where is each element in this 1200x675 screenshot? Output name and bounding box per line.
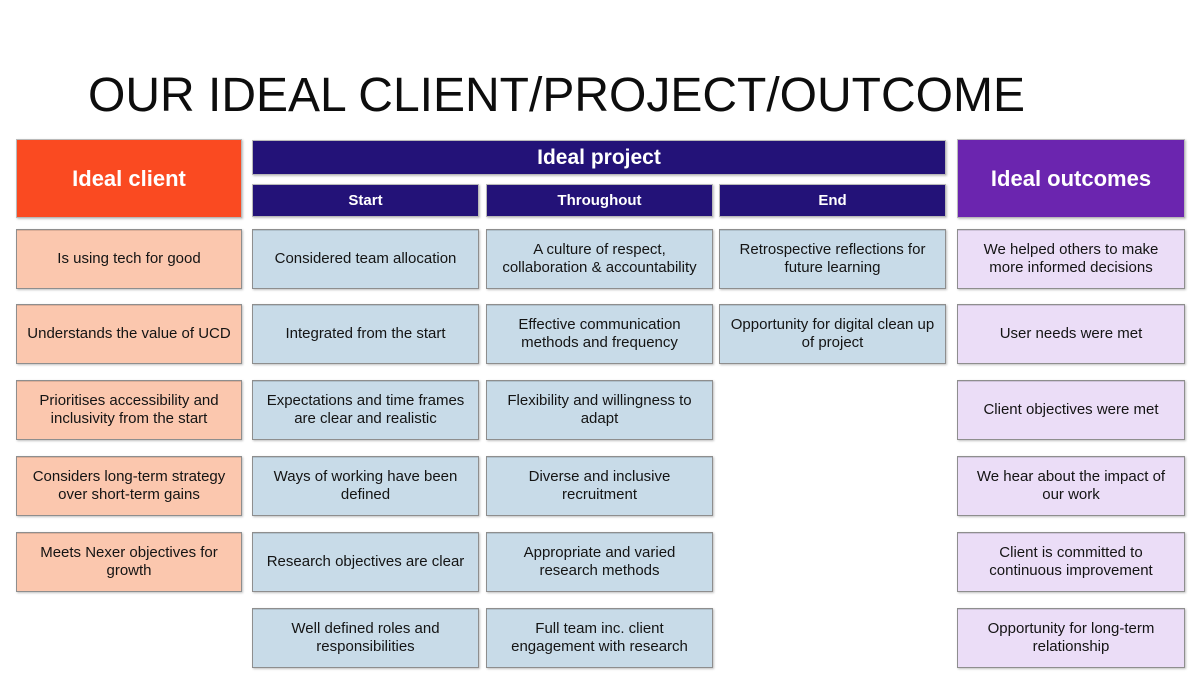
outcomes-cell: Client is committed to continuous improv… [957, 532, 1185, 592]
outcomes-cell: We helped others to make more informed d… [957, 229, 1185, 289]
throughout-cell: Effective communication methods and freq… [486, 304, 713, 364]
client-cell: Meets Nexer objectives for growth [16, 532, 242, 592]
throughout-cell: Flexibility and willingness to adapt [486, 380, 713, 440]
throughout-cell: A culture of respect, collaboration & ac… [486, 229, 713, 289]
start-cell: Well defined roles and responsibilities [252, 608, 479, 668]
outcomes-cell: User needs were met [957, 304, 1185, 364]
start-cell: Considered team allocation [252, 229, 479, 289]
subheader-end: End [719, 184, 946, 217]
subheader-throughout: Throughout [486, 184, 713, 217]
ideal-client-header: Ideal client [16, 139, 242, 218]
outcomes-cell: Client objectives were met [957, 380, 1185, 440]
throughout-cell: Diverse and inclusive recruitment [486, 456, 713, 516]
client-cell: Prioritises accessibility and inclusivit… [16, 380, 242, 440]
outcomes-cell: We hear about the impact of our work [957, 456, 1185, 516]
end-cell: Opportunity for digital clean up of proj… [719, 304, 946, 364]
ideal-project-header: Ideal project [252, 140, 946, 175]
page-title: OUR IDEAL CLIENT/PROJECT/OUTCOME [88, 69, 1025, 122]
client-cell: Considers long-term strategy over short-… [16, 456, 242, 516]
client-cell: Is using tech for good [16, 229, 242, 289]
start-cell: Research objectives are clear [252, 532, 479, 592]
ideal-outcomes-header: Ideal outcomes [957, 139, 1185, 218]
start-cell: Expectations and time frames are clear a… [252, 380, 479, 440]
throughout-cell: Appropriate and varied research methods [486, 532, 713, 592]
end-cell: Retrospective reflections for future lea… [719, 229, 946, 289]
start-cell: Integrated from the start [252, 304, 479, 364]
client-cell: Understands the value of UCD [16, 304, 242, 364]
subheader-start: Start [252, 184, 479, 217]
outcomes-cell: Opportunity for long-term relationship [957, 608, 1185, 668]
start-cell: Ways of working have been defined [252, 456, 479, 516]
throughout-cell: Full team inc. client engagement with re… [486, 608, 713, 668]
